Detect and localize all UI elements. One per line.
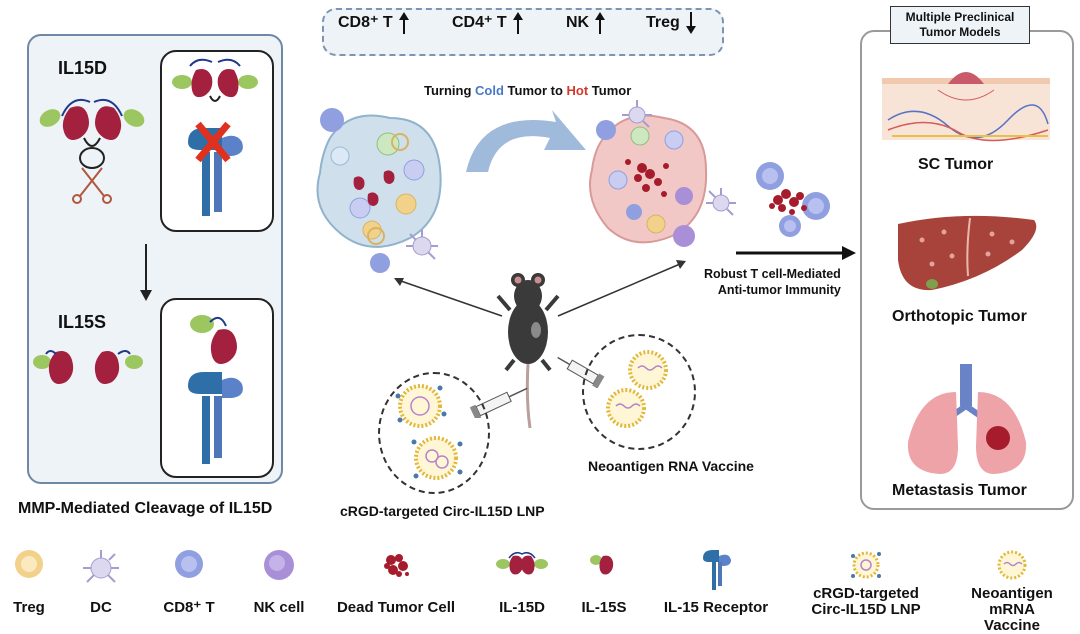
cold-to-hot-title: Turning Cold Tumor to Hot Tumor — [424, 83, 632, 98]
vaccine-group — [582, 334, 696, 450]
lnp-group — [378, 372, 490, 494]
nk-cell-icon — [264, 550, 294, 580]
hot-tumor-dc-icon — [622, 100, 652, 128]
legend-vaccine: Neoantigen mRNA Vaccine — [954, 548, 1070, 634]
legend-lnp-label: cRGD-targeted Circ-IL15D LNP — [811, 585, 921, 618]
il15d-blocked-receptor-icon — [172, 58, 258, 216]
cold-tumor-dc-icon — [406, 230, 438, 260]
mouse-arrows — [394, 260, 686, 317]
treg-cell-icon — [15, 550, 43, 578]
marker-cd8: CD8⁺ T — [338, 12, 409, 34]
dead-tumor-cell-icon — [384, 554, 409, 577]
immune-marker-box — [322, 8, 724, 56]
metastasis-tumor-label: Metastasis Tumor — [892, 482, 1027, 499]
cleavage-arrow — [140, 244, 152, 301]
immunity-arrow — [736, 246, 856, 260]
tumor-models-title: Multiple Preclinical Tumor Models — [890, 6, 1030, 44]
legend-vaccine-label: Neoantigen mRNA Vaccine — [971, 585, 1053, 634]
lnp-caption: cRGD-targeted Circ-IL15D LNP — [340, 503, 545, 519]
marker-treg: Treg — [646, 12, 696, 34]
il15d-label: IL15D — [58, 58, 108, 78]
il15d-icon — [496, 551, 548, 575]
sc-tumor-icon — [882, 72, 1050, 142]
lnp-particles-icon — [395, 384, 463, 480]
legend-il15s: IL-15S — [574, 548, 634, 616]
marker-cd4: CD4⁺ T — [452, 12, 523, 34]
il15-receptor-icon — [703, 550, 731, 590]
t-cell-killing-icon — [756, 162, 830, 237]
legend-dc: DC — [76, 548, 126, 616]
sc-tumor-label: SC Tumor — [918, 156, 994, 173]
legend-dead-tumor: Dead Tumor Cell — [326, 548, 466, 616]
il15s-bound-receptor-icon — [188, 315, 243, 464]
hot-tumor-icon — [589, 114, 708, 247]
marker-nk: NK — [566, 12, 606, 34]
orthotopic-tumor-label: Orthotopic Tumor — [892, 308, 1027, 325]
cd8-t-cell-icon — [175, 550, 203, 578]
il15s-icon — [590, 555, 614, 575]
cold-to-hot-arrow — [466, 110, 586, 172]
legend-treg: Treg — [4, 548, 54, 616]
cold-tumor-icon — [316, 108, 442, 273]
legend-nk: NK cell — [244, 548, 314, 616]
legend-il15-receptor: IL-15 Receptor — [656, 548, 776, 616]
vaccine-icon — [997, 550, 1027, 580]
dendritic-cell-icon — [83, 550, 119, 583]
arrow-up-icon — [512, 12, 523, 34]
lnp-icon — [851, 551, 881, 579]
vaccine-caption: Neoantigen RNA Vaccine — [588, 458, 754, 474]
cleavage-caption: MMP-Mediated Cleavage of IL15D — [18, 500, 273, 517]
arrow-down-icon — [685, 12, 696, 34]
hot-tumor-dc2-icon — [706, 188, 736, 216]
legend-lnp: cRGD-targeted Circ-IL15D LNP — [796, 548, 936, 618]
il15d-scissors-icon — [39, 98, 145, 204]
il15s-label: IL15S — [58, 312, 107, 332]
arrow-up-icon — [398, 12, 409, 34]
arrow-up-icon — [595, 12, 606, 34]
lung-icon — [907, 364, 1027, 474]
il15s-monomers-icon — [33, 350, 143, 384]
liver-icon — [898, 215, 1037, 291]
legend-cd8: CD8⁺ T — [154, 548, 224, 616]
immunity-label: Robust T cell-Mediated Anti-tumor Immuni… — [704, 267, 841, 297]
mouse-icon — [496, 273, 560, 429]
legend-il15d: IL-15D — [492, 548, 552, 616]
vaccine-particles-icon — [606, 350, 668, 428]
